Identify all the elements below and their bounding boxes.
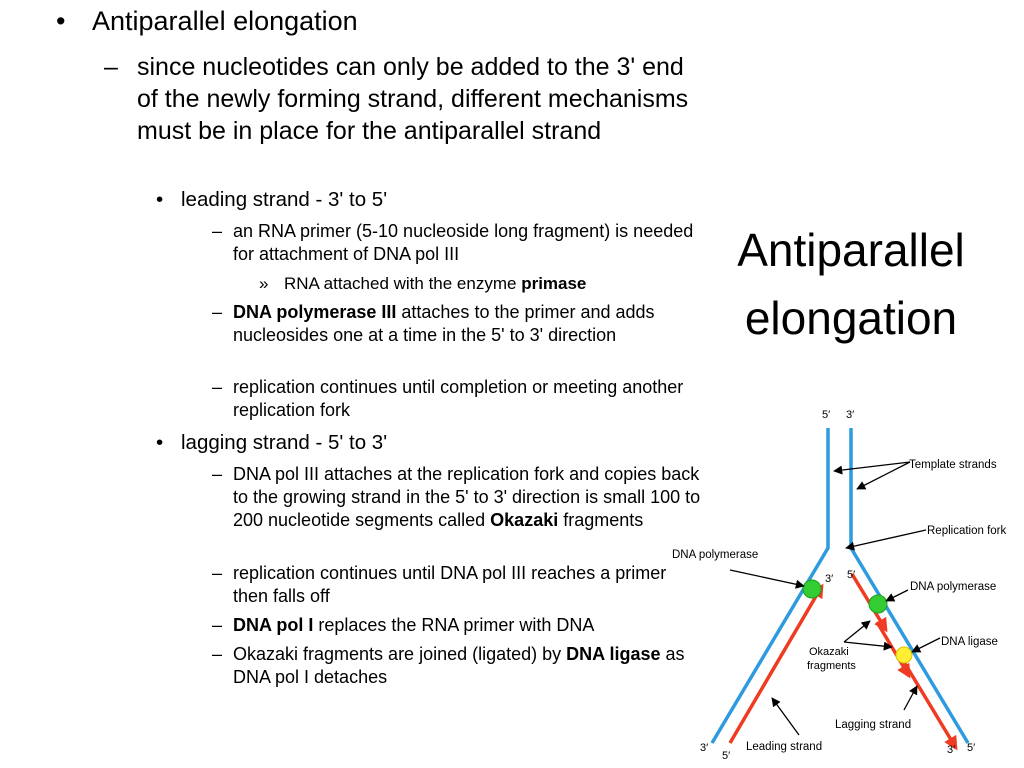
label-dna-polymerase-left: DNA polymerase	[672, 549, 758, 561]
label-end-3-inner: 3′	[825, 573, 833, 585]
arrow-template-right	[856, 461, 911, 490]
label-end-5-bottom-right: 5′	[967, 742, 975, 754]
dash-marker: –	[212, 644, 223, 664]
label-fragments: fragments	[807, 660, 856, 672]
bullet-dna-pol-i: DNA pol I replaces the RNA primer with D…	[233, 615, 595, 635]
label-replication-fork: Replication fork	[927, 525, 1007, 537]
bullet-okazaki-fragments: DNA pol III attaches at the replication …	[233, 464, 701, 530]
replication-fork-diagram: 5′ 3′ Template strands Replication fork …	[672, 409, 1007, 762]
dash-marker: –	[212, 464, 223, 484]
arrow-lagging	[903, 685, 918, 711]
label-dna-polymerase-right: DNA polymerase	[910, 581, 996, 593]
label-dna-ligase: DNA ligase	[941, 636, 998, 648]
leading-strand	[728, 583, 824, 744]
raquo-marker: »	[259, 274, 269, 293]
arrow-polymerase-right	[885, 589, 909, 602]
arrow-template-left	[833, 461, 911, 475]
arrow-ligase	[911, 637, 941, 653]
label-end-5-inner: 5′	[847, 569, 855, 581]
bullet-replication-continues: replication continues until completion o…	[233, 377, 684, 420]
arrow-polymerase-left	[729, 569, 805, 589]
label-end-3-bottom-right: 3′	[947, 744, 955, 756]
arrow-okazaki-1	[843, 620, 871, 643]
template-strand-left	[710, 428, 830, 744]
bullet-antiparallel-elongation: Antiparallel elongation	[92, 6, 358, 36]
arrow-okazaki-2	[843, 641, 893, 651]
label-okazaki: Okazaki	[809, 646, 849, 658]
bullet-leading-strand: leading strand - 3' to 5'	[181, 188, 388, 211]
lagging-fragment-2	[875, 621, 911, 679]
bullet-rna-primer: an RNA primer (5-10 nucleoside long frag…	[233, 221, 694, 264]
bullet-marker: •	[156, 188, 164, 211]
lagging-fragment-3	[902, 661, 958, 751]
label-end-3-top: 3′	[846, 409, 854, 421]
label-end-5-bottom-left: 5′	[722, 750, 730, 762]
bullet-marker: •	[56, 6, 66, 36]
bullet-marker: •	[156, 431, 164, 454]
dash-marker: –	[212, 221, 223, 241]
slide-title: Antiparallel elongation	[737, 224, 965, 344]
arrow-fork	[845, 529, 927, 551]
dash-marker: –	[212, 615, 223, 635]
dash-marker: –	[104, 53, 118, 81]
label-end-5-top: 5′	[822, 409, 830, 421]
polymerase-right	[868, 594, 888, 614]
label-leading-strand: Leading strand	[746, 741, 822, 753]
bullet-primase: RNA attached with the enzyme primase	[284, 274, 587, 293]
bullet-dna-ligase: Okazaki fragments are joined (ligated) b…	[233, 644, 685, 687]
dash-marker: –	[212, 563, 223, 583]
bullet-dna-polymerase-iii: DNA polymerase III attaches to the prime…	[233, 302, 655, 345]
dash-marker: –	[212, 377, 223, 397]
label-end-3-bottom-left: 3′	[700, 742, 708, 754]
polymerase-left	[802, 579, 822, 599]
bullet-lagging-strand: lagging strand - 5' to 3'	[181, 431, 388, 454]
dash-marker: –	[212, 302, 223, 322]
arrow-leading	[771, 697, 800, 736]
label-template-strands: Template strands	[909, 459, 997, 471]
label-lagging-strand: Lagging strand	[835, 719, 911, 731]
bullet-mechanism-note: since nucleotides can only be added to t…	[137, 53, 689, 145]
dna-ligase	[895, 646, 913, 664]
bullet-pol-iii-falls-off: replication continues until DNA pol III …	[233, 563, 667, 606]
